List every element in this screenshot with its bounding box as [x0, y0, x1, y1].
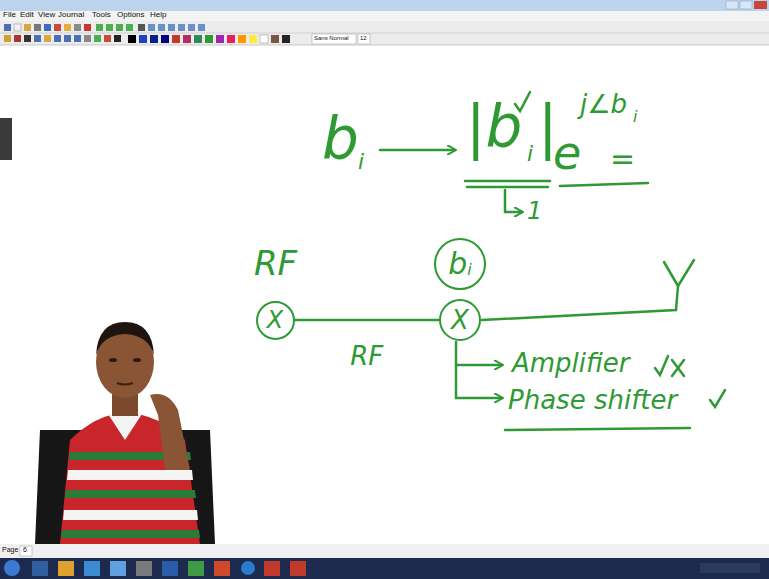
- subscript: i: [527, 142, 533, 166]
- underline: [465, 180, 550, 183]
- menu-item: File: [3, 11, 16, 20]
- menu-item: Tools: [92, 11, 111, 20]
- signal-name: RF: [254, 245, 297, 282]
- underline: [505, 428, 690, 430]
- toolbar: [0, 21, 769, 45]
- menu-item: Options: [117, 11, 145, 20]
- check-mark: [710, 390, 725, 407]
- color-palette: [128, 34, 370, 44]
- page-number: 6: [23, 546, 27, 554]
- equals-sign: =: [610, 142, 635, 175]
- arrow: [505, 190, 522, 212]
- multiplier-circle: X: [439, 299, 481, 341]
- hand: [150, 394, 190, 470]
- title-bar: [0, 0, 769, 11]
- magnitude: |b: [466, 96, 522, 160]
- mixer-circle: X: [256, 301, 295, 340]
- node-text: b: [448, 249, 467, 279]
- toolbar-icons: [4, 24, 205, 42]
- option-note: Amplifier: [512, 349, 630, 378]
- page-label: Page: [2, 546, 18, 554]
- underline: [467, 186, 548, 189]
- exponential-base: e: [553, 128, 581, 179]
- taskbar-icons: [4, 560, 760, 576]
- subscript: i: [358, 150, 364, 174]
- menu-bar: [0, 11, 769, 21]
- node-text: i: [467, 262, 471, 278]
- node-text: X: [267, 308, 283, 332]
- menu-item: Journal: [58, 11, 84, 20]
- branch-arrow: [456, 364, 502, 367]
- node-text: X: [451, 307, 469, 333]
- signal-line: [295, 320, 440, 321]
- option-note: Phase shifter: [508, 386, 677, 415]
- antenna-symbol: [664, 260, 694, 286]
- edge-label: RF: [348, 342, 385, 371]
- branch-arrow: [456, 397, 502, 400]
- exponent: j∠b: [580, 90, 627, 119]
- status-bar: [0, 544, 769, 558]
- maps-to-arrow: [380, 149, 455, 152]
- unity-note: 1: [527, 198, 542, 224]
- check-mark: [655, 356, 668, 375]
- menu-item: Help: [150, 11, 166, 20]
- font-name: Sans Normal: [314, 35, 349, 42]
- underline: [560, 183, 648, 186]
- menu-item: Edit: [20, 11, 34, 20]
- wire: [482, 286, 678, 320]
- font-size: 12: [360, 35, 367, 42]
- side-tab: [0, 118, 12, 160]
- menu-item: View: [38, 11, 55, 20]
- branch-line: [455, 342, 458, 398]
- taskbar: [0, 558, 769, 579]
- subscript: i: [633, 108, 637, 126]
- symbol-b: b: [322, 108, 359, 172]
- circled-coefficient: bi: [434, 238, 486, 290]
- cross-mark: [672, 360, 684, 376]
